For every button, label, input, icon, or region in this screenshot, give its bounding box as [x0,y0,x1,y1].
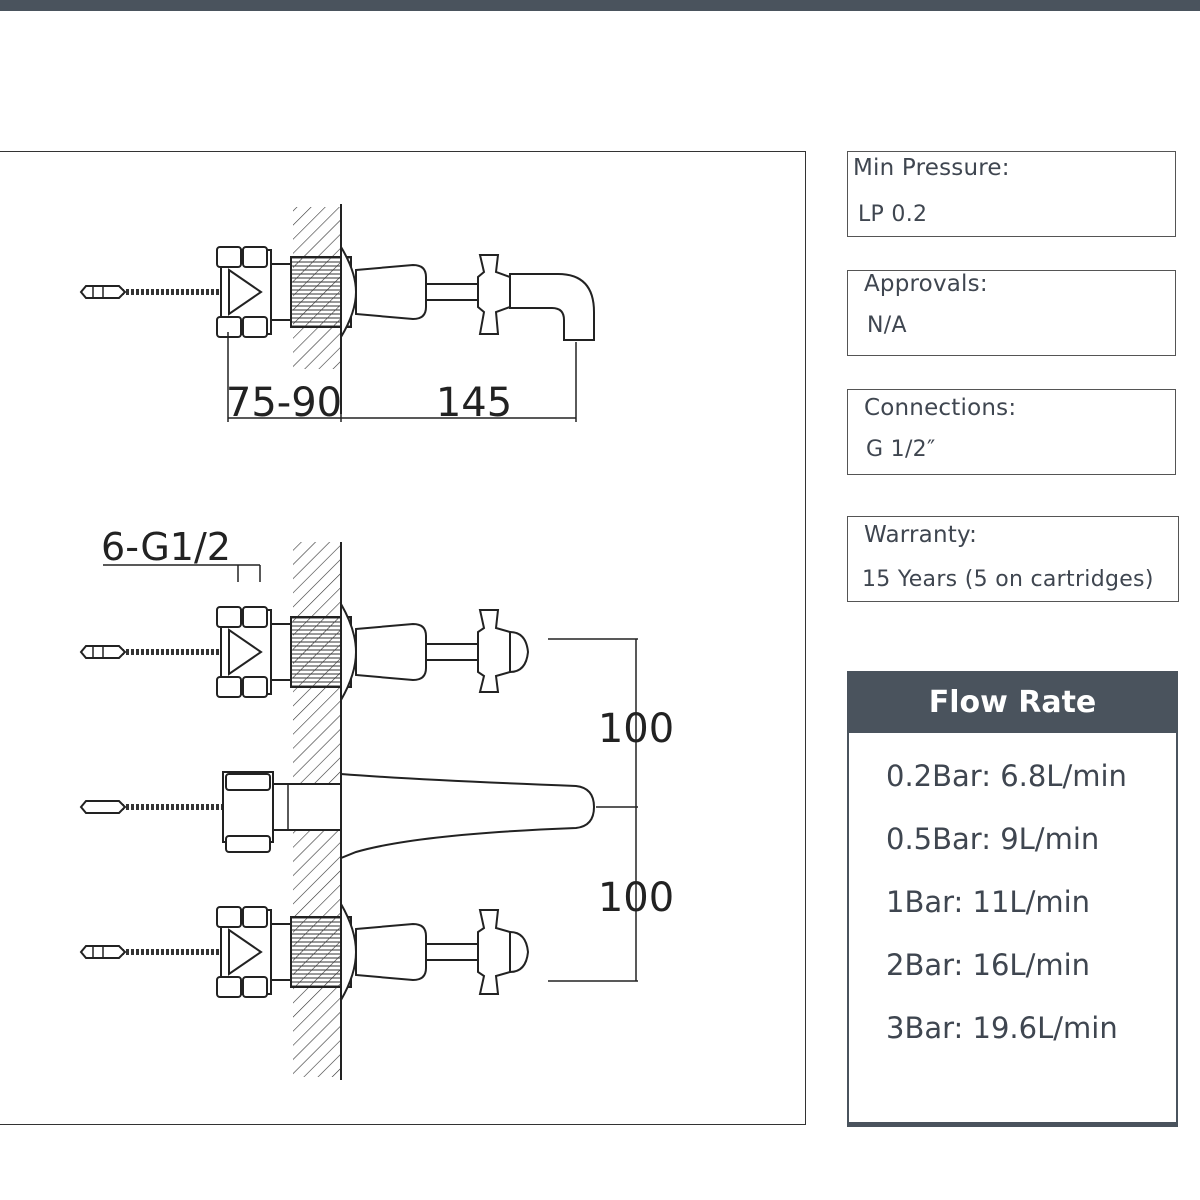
approvals-box: Approvals: N/A [847,270,1176,356]
flow-rate-title: Flow Rate [849,673,1176,733]
min-pressure-box: Min Pressure: LP 0.2 [847,151,1176,237]
warranty-value: 15 Years (5 on cartridges) [862,567,1154,592]
warranty-label: Warranty: [864,522,978,548]
dim-spout-reach: 145 [436,380,512,426]
flow-rate-item: 1Bar: 11L/min [886,885,1091,919]
top-dimensions [227,332,577,422]
hot-valve-assembly [81,600,530,704]
warranty-box: Warranty: 15 Years (5 on cartridges) [847,516,1179,602]
connections-box: Connections: G 1/2″ [847,389,1176,475]
approvals-value: N/A [867,313,907,338]
top-assembly [81,243,595,341]
connections-value: G 1/2″ [866,437,936,462]
flow-rate-item: 0.2Bar: 6.8L/min [886,759,1127,793]
top-bar [0,0,1200,11]
dim-connection: 6-G1/2 [101,525,231,569]
cold-valve-assembly [81,900,530,1004]
flow-rate-item: 0.5Bar: 9L/min [886,822,1100,856]
dim-spacing-top: 100 [598,706,674,752]
dim-spacing-bottom: 100 [598,875,674,921]
flow-rate-item: 3Bar: 19.6L/min [886,1011,1118,1045]
flow-rate-panel: Flow Rate 0.2Bar: 6.8L/min 0.5Bar: 9L/mi… [847,671,1178,1127]
connection-leader [103,564,261,582]
connections-label: Connections: [864,395,1017,421]
approvals-label: Approvals: [864,271,988,297]
spout-assembly [79,771,596,860]
min-pressure-label: Min Pressure: [853,155,1010,181]
technical-drawing: 75-90 145 6-G1/2 [0,204,674,1080]
dim-wall-depth: 75-90 [226,380,342,426]
flow-rate-item: 2Bar: 16L/min [886,948,1091,982]
spacing-dimensions [548,638,638,982]
technical-drawing-frame: 75-90 145 6-G1/2 [0,151,806,1125]
min-pressure-value: LP 0.2 [858,202,928,227]
